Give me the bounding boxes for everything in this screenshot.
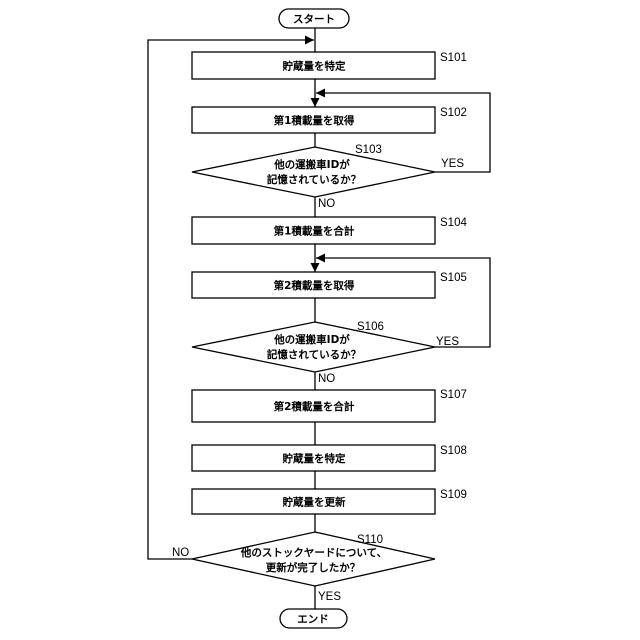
process-s104: 第1積載量を合計 S104 bbox=[192, 217, 467, 244]
process-s101-text: 貯蔵量を特定 bbox=[283, 60, 346, 73]
decision-s103-line2: 記憶されているか？ bbox=[267, 173, 361, 186]
decision-s103-line1: 他の運搬車IDが bbox=[273, 158, 350, 171]
process-s104-text: 第1積載量を合計 bbox=[274, 225, 355, 238]
process-s102-text: 第1積載量を取得 bbox=[274, 114, 355, 127]
decision-s106: 他の運搬車IDが 記憶されているか？ S106 YES NO bbox=[192, 321, 459, 385]
step-id-s101: S101 bbox=[440, 52, 467, 64]
process-s105-text: 第2積載量を取得 bbox=[274, 279, 355, 292]
process-s107-text: 第2積載量を合計 bbox=[274, 400, 355, 413]
branch-s106-yes: YES bbox=[436, 336, 459, 348]
decision-s106-line1: 他の運搬車IDが bbox=[273, 333, 350, 346]
process-s108-text: 貯蔵量を特定 bbox=[283, 452, 346, 465]
process-s108: 貯蔵量を特定 S108 bbox=[192, 445, 467, 471]
branch-s103-no: NO bbox=[318, 198, 335, 210]
process-s101: 貯蔵量を特定 S101 bbox=[192, 52, 467, 79]
decision-s110-line1: 他のストックヤードについて、 bbox=[240, 546, 387, 559]
decision-s106-line2: 記憶されているか？ bbox=[267, 348, 361, 361]
decision-s110-line2: 更新が完了したか？ bbox=[266, 561, 361, 574]
step-id-s106: S106 bbox=[357, 321, 384, 333]
step-id-s108: S108 bbox=[440, 445, 467, 457]
decision-s103: 他の運搬車IDが 記憶されているか？ S103 YES NO bbox=[192, 144, 464, 210]
process-s105: 第2積載量を取得 S105 bbox=[192, 272, 467, 298]
step-id-s110: S110 bbox=[357, 534, 383, 546]
process-s102: 第1積載量を取得 S102 bbox=[192, 107, 467, 133]
branch-s110-no: NO bbox=[172, 547, 189, 559]
branch-s103-yes: YES bbox=[441, 158, 464, 170]
process-s109-text: 貯蔵量を更新 bbox=[283, 496, 346, 509]
step-id-s107: S107 bbox=[440, 389, 467, 401]
step-id-s103: S103 bbox=[355, 144, 382, 156]
step-id-s104: S104 bbox=[440, 217, 467, 229]
decision-s110: 他のストックヤードについて、 更新が完了したか？ S110 YES NO bbox=[172, 532, 435, 603]
end-terminal: エンド bbox=[280, 609, 347, 628]
start-terminal: スタート bbox=[279, 9, 349, 28]
branch-s106-no: NO bbox=[318, 373, 335, 385]
step-id-s102: S102 bbox=[440, 107, 467, 119]
start-label: スタート bbox=[293, 14, 335, 26]
process-s107: 第2積載量を合計 S107 bbox=[192, 389, 467, 422]
step-id-s109: S109 bbox=[440, 489, 467, 501]
process-s109: 貯蔵量を更新 S109 bbox=[192, 489, 467, 514]
end-label: エンド bbox=[297, 614, 329, 626]
branch-s110-yes: YES bbox=[318, 591, 341, 603]
step-id-s105: S105 bbox=[440, 272, 467, 284]
